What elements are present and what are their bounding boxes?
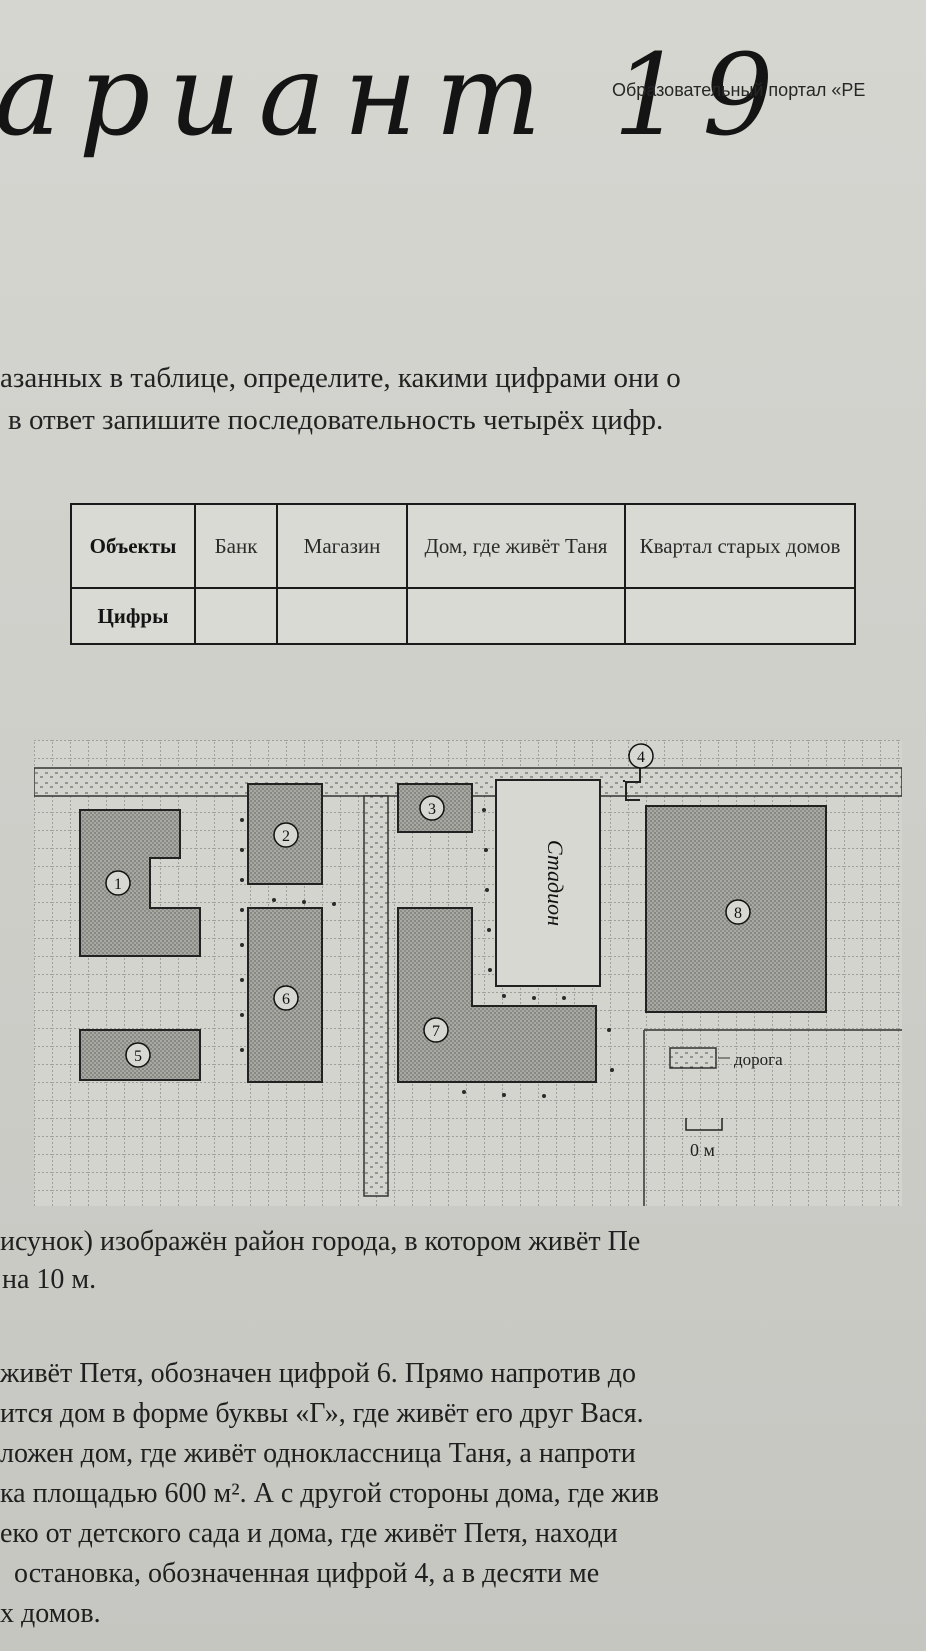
answer-cell-shop[interactable] [276,587,408,645]
column-tanya-house: Дом, где живёт Таня [406,503,626,589]
story-line-1: живёт Петя, обозначен цифрой 6. Прямо на… [0,1358,636,1389]
district-map: 1 2 3 4 5 6 7 8 Стадион дорога 0 м [34,740,902,1206]
description-line-1: исунок) изображён район города, в которо… [0,1226,641,1257]
stadium-label: Стадион [543,840,568,926]
label-7: 7 [432,1023,440,1040]
objects-answer-table: Объекты Банк Магазин Дом, где живёт Таня… [70,503,856,645]
story-line-2: ится дом в форме буквы «Г», где живёт ег… [0,1398,644,1429]
road-vertical [363,795,389,1197]
row-header-digits: Цифры [70,587,196,645]
variant-handwritten-title: ариант 19 [0,31,792,161]
portal-header: Образовательный портал «РЕ [612,80,866,100]
legend-road-label: дорога [734,1050,783,1069]
description-line-2: на 10 м. [2,1264,97,1295]
label-4: 4 [637,749,645,766]
building-6-petya-house [247,907,323,1083]
story-line-6: остановка, обозначенная цифрой 4, а в де… [14,1558,600,1589]
scale-bar [685,1118,723,1131]
building-1-bank [79,809,201,957]
building-7-vasya-house [397,907,597,1083]
row-header-objects: Объекты [70,503,196,589]
footpath-dots [240,808,614,1098]
stadium [495,779,601,987]
column-shop: Магазин [276,503,408,589]
label-6: 6 [282,991,290,1008]
legend-road-swatch [669,1047,717,1069]
bus-stop-bracket [623,766,641,801]
column-bank: Банк [194,503,278,589]
column-old-quarter: Квартал старых домов [624,503,856,589]
legend-frame [643,1029,902,1206]
label-2: 2 [282,828,290,845]
answer-cell-bank[interactable] [194,587,278,645]
label-8: 8 [734,905,742,922]
label-1: 1 [114,876,122,893]
story-line-7: х домов. [0,1598,101,1629]
instruction-line-2: в ответ запишите последовательность четы… [8,404,664,436]
story-line-5: еко от детского сада и дома, где живёт П… [0,1518,618,1549]
scale-label: 0 м [690,1140,715,1160]
label-5: 5 [134,1048,142,1065]
label-3: 3 [428,801,436,818]
answer-cell-old-quarter[interactable] [624,587,856,645]
story-line-4: ка площадью 600 м². А с другой стороны д… [0,1478,659,1509]
instruction-line-1: азанных в таблице, определите, какими ци… [0,362,681,394]
story-line-3: ложен дом, где живёт одноклассница Таня,… [0,1438,636,1469]
answer-cell-tanya-house[interactable] [406,587,626,645]
